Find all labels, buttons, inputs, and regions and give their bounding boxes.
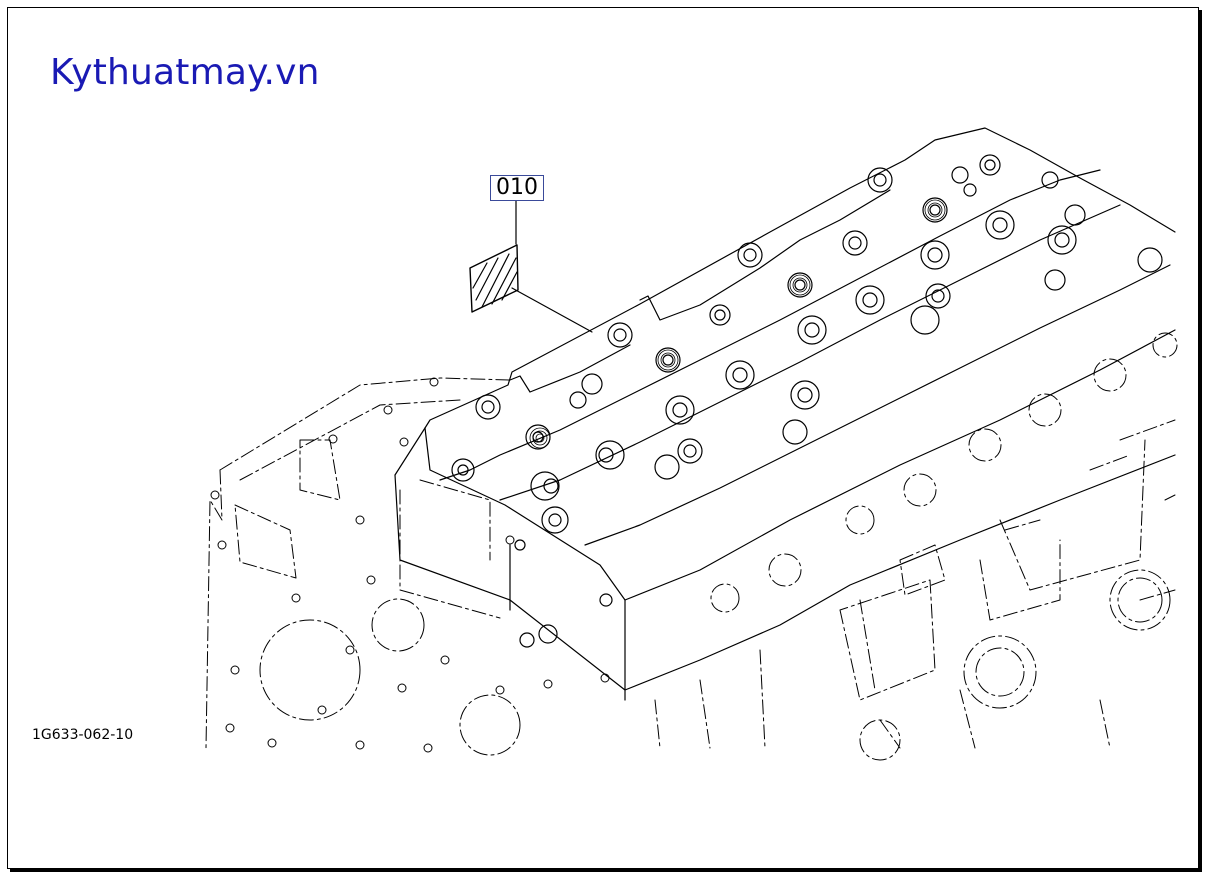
cylinder-block-phantom — [205, 332, 1178, 761]
part-ref-010[interactable]: 010 — [490, 175, 544, 201]
threaded-ports — [529, 199, 946, 449]
cylinder-head — [394, 127, 1176, 701]
brand-watermark: Kythuatmay.vn — [50, 52, 320, 93]
block-bolt-holes — [210, 377, 610, 753]
head-holes — [451, 154, 1163, 648]
figure-code: 1G633-062-10 — [32, 727, 134, 743]
gasket-plate-icon[interactable] — [469, 244, 519, 313]
drawing-frame — [7, 7, 1199, 869]
leader-line — [511, 200, 593, 333]
frame-shadow-bottom — [10, 869, 1202, 872]
frame-shadow-right — [1199, 10, 1202, 870]
